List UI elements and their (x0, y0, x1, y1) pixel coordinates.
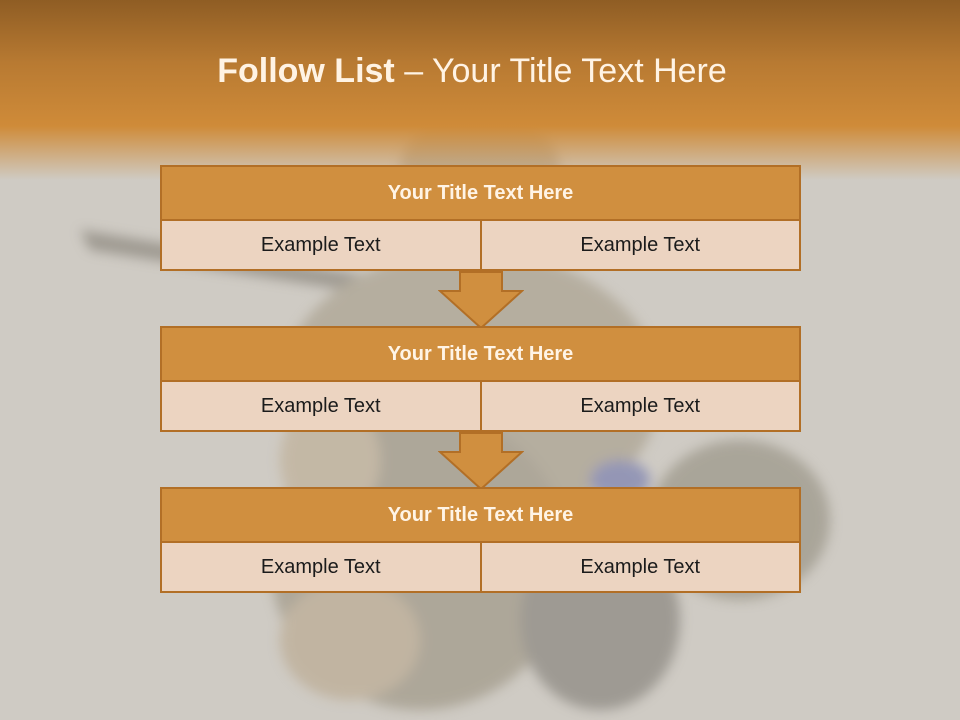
block-cell-right: Example Text (479, 221, 800, 269)
block-cell-left: Example Text (260, 394, 381, 417)
follow-block-3: Your Title Text Here Example Text Exampl… (160, 487, 801, 593)
block-title: Your Title Text Here (160, 487, 801, 543)
slide-title-bold: Follow List (217, 52, 395, 90)
down-arrow-icon (438, 432, 524, 490)
block-row: Example Text Example Text (160, 382, 801, 432)
slide-title: Follow List – Your Title Text Here (0, 52, 944, 91)
block-cell-left: Example Text (260, 233, 381, 256)
block-cell-left: Example Text (260, 555, 381, 578)
down-arrow-icon (438, 271, 524, 329)
block-title: Your Title Text Here (160, 326, 801, 382)
block-row: Example Text Example Text (160, 543, 801, 593)
block-cell-right: Example Text (479, 382, 800, 430)
follow-block-2: Your Title Text Here Example Text Exampl… (160, 326, 801, 432)
header-band (0, 0, 960, 180)
follow-block-1: Your Title Text Here Example Text Exampl… (160, 165, 801, 271)
block-row: Example Text Example Text (160, 221, 801, 271)
block-cell-right: Example Text (479, 543, 800, 591)
block-title: Your Title Text Here (160, 165, 801, 221)
slide-title-rest: – Your Title Text Here (394, 52, 727, 90)
